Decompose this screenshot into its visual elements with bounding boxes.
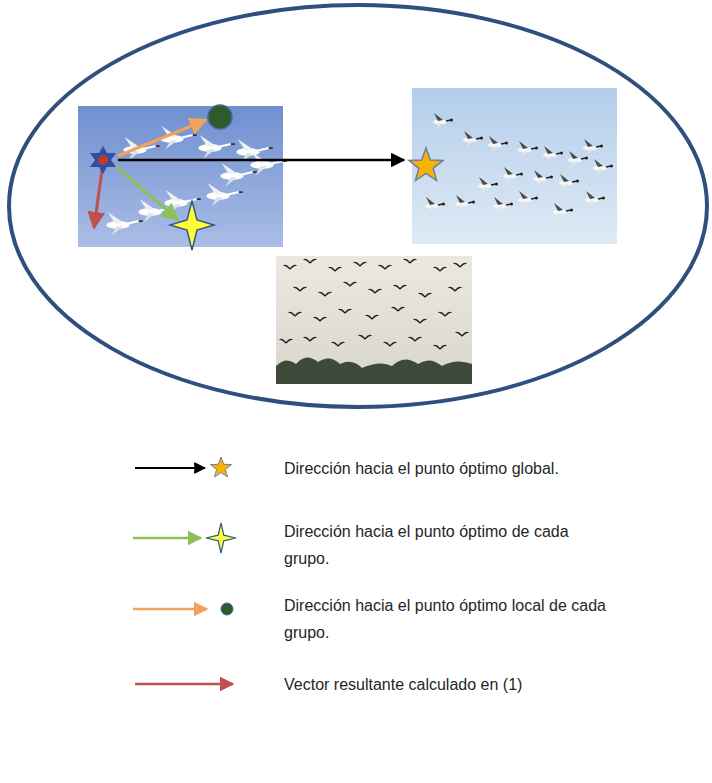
bird (543, 146, 563, 162)
sample-dot (221, 603, 233, 615)
legend-text: Dirección hacia el punto óptimo local de… (284, 592, 614, 646)
bird (378, 265, 392, 270)
bird (365, 315, 379, 320)
particle-center (98, 155, 108, 165)
bird (383, 342, 397, 347)
bird (338, 309, 352, 314)
legend-text: Dirección hacia el punto óptimo global. (284, 455, 614, 482)
group-optimum-star (170, 201, 214, 250)
bird (283, 265, 297, 270)
bird (455, 195, 475, 211)
group-arrow (116, 166, 178, 220)
bird (568, 151, 588, 167)
bird (288, 312, 302, 317)
sample-star (206, 523, 236, 553)
photo-sky (276, 256, 472, 384)
bird (559, 174, 579, 190)
bird (433, 345, 447, 350)
bird (250, 152, 286, 175)
legend-sample (125, 518, 255, 558)
bird (553, 203, 573, 219)
bird (206, 183, 242, 206)
bird (493, 197, 513, 213)
bird (391, 307, 405, 312)
bird (583, 139, 603, 155)
bird (408, 337, 422, 342)
bird (358, 335, 372, 340)
sample-arrow (133, 608, 207, 611)
bird (313, 317, 327, 322)
vectors (90, 105, 443, 250)
bird (303, 337, 317, 342)
bird (518, 141, 538, 157)
legend-sample (125, 448, 255, 488)
bird (328, 267, 342, 272)
bird (455, 332, 469, 337)
bird (318, 292, 332, 297)
global-optimum-star (409, 148, 443, 181)
bird (303, 259, 317, 264)
bird (393, 285, 407, 290)
tree-line (276, 357, 472, 384)
bird (343, 282, 357, 287)
bird (368, 289, 382, 294)
bird (279, 339, 293, 344)
sample-star (211, 457, 232, 477)
bird (448, 287, 462, 292)
bird (198, 135, 234, 158)
bird (403, 259, 417, 264)
legend-text: Dirección hacia el punto óptimo de cada … (284, 518, 614, 572)
bird (593, 159, 613, 175)
particle-star (90, 146, 116, 174)
legend-text: Vector resultante calculado en (1) (284, 671, 614, 698)
local-arrow (118, 120, 206, 156)
bird (353, 262, 367, 267)
enclosing-ellipse (9, 5, 707, 407)
resultant-arrow (94, 170, 102, 228)
bird (433, 267, 447, 272)
bird (106, 212, 142, 235)
bird (433, 113, 453, 129)
bird (488, 136, 508, 152)
bird (425, 197, 445, 213)
bird (533, 170, 553, 186)
bird (503, 167, 523, 183)
sample-arrow (133, 537, 201, 540)
bird (331, 342, 345, 347)
bird (585, 191, 605, 207)
bird (438, 312, 452, 317)
photo-flock (276, 256, 472, 384)
photo-sky (412, 88, 617, 244)
bird (164, 190, 200, 213)
legend-sample (125, 589, 255, 629)
global-arrow (118, 159, 404, 162)
bird (463, 131, 483, 147)
sample-arrow (135, 467, 205, 469)
bird (413, 319, 427, 324)
bird (518, 191, 538, 207)
sample-arrow (135, 683, 233, 686)
bird (418, 293, 432, 298)
photo-geese (412, 88, 617, 244)
bird (293, 287, 307, 292)
local-optimum-dot (208, 105, 232, 129)
bird (453, 263, 467, 268)
bird (478, 177, 498, 193)
legend-sample (125, 664, 255, 704)
